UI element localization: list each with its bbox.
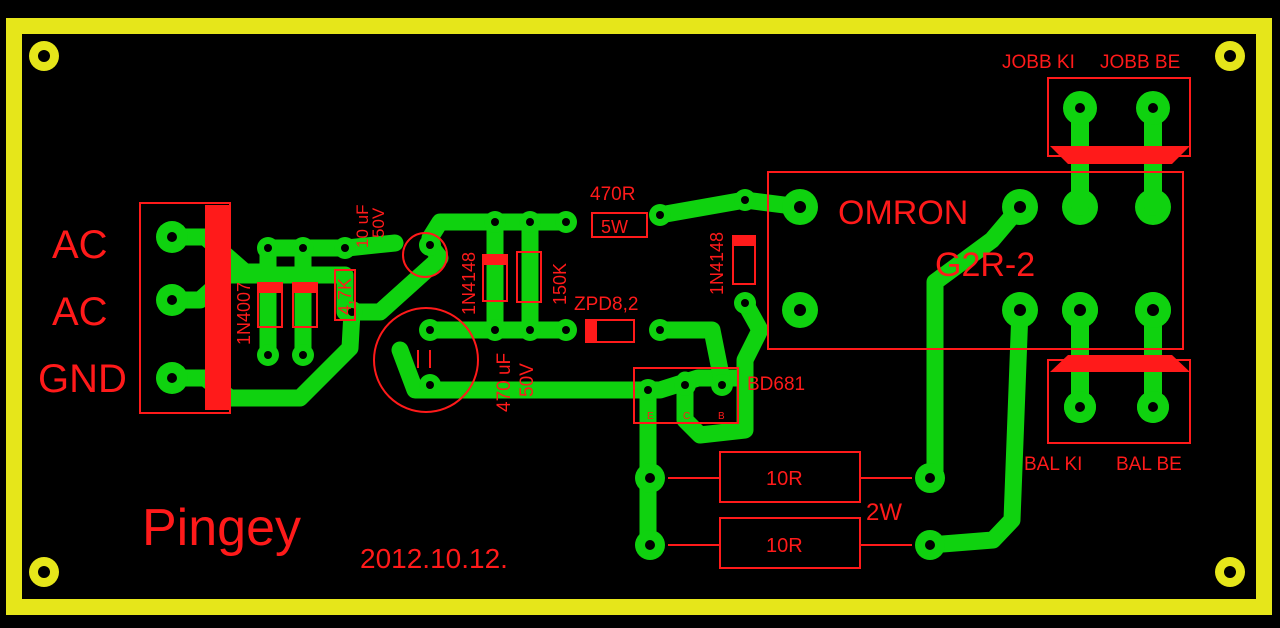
diode-1n4148-2-label: 1N4148: [707, 232, 727, 295]
zener-label: ZPD8,2: [574, 294, 638, 315]
resistor-4k7-label: 4,7K: [335, 278, 355, 315]
relay-brand-label: OMRON: [838, 194, 968, 232]
diode-1n4148-label: 1N4148: [459, 252, 479, 315]
gnd-label: GND: [38, 357, 127, 401]
transistor-label: BD681: [747, 374, 805, 395]
pin-b-label: B: [718, 411, 725, 422]
resistor-470r-label: 470R: [590, 184, 635, 205]
resistor-10r-label-2: 10R: [766, 535, 803, 557]
resistor-5w-label: 5W: [601, 217, 628, 237]
diode-1n4007-label: 1N4007: [234, 282, 254, 345]
mounting-holes: [29, 41, 1245, 587]
ac-label-1: AC: [52, 223, 108, 267]
cap-470uf-voltage: 50V: [517, 363, 538, 397]
input-connector: [139, 202, 231, 414]
board-outline: [6, 18, 1272, 615]
output-terminal-bottom: [1047, 292, 1191, 444]
resistor-2w-label: 2W: [866, 499, 902, 526]
pin-c-label: C: [683, 411, 690, 422]
bal-be-label: BAL BE: [1116, 454, 1182, 475]
relay-model-label: G2R-2: [935, 246, 1035, 284]
cap-10uf-label: 10 uF: [353, 205, 372, 248]
cap-470uf-label: 470 uF: [494, 353, 515, 412]
resistor-10r-label-1: 10R: [766, 468, 803, 490]
date-label: 2012.10.12.: [360, 543, 508, 574]
cap-10uf-voltage: 50V: [369, 207, 388, 238]
bal-ki-label: BAL KI: [1024, 454, 1082, 475]
component-outlines: [257, 171, 1184, 569]
silkscreen-labels: AC AC GND 1N4007 4,7K 10 uF 50V 1N4148 1…: [38, 52, 1182, 574]
jobb-ki-label: JOBB KI: [1002, 52, 1075, 73]
output-terminal-top: [1047, 77, 1191, 216]
jobb-be-label: JOBB BE: [1100, 52, 1180, 73]
resistor-150k-label: 150K: [550, 263, 570, 305]
pin-e-label: E: [647, 411, 654, 422]
author-label: Pingey: [142, 499, 301, 557]
ac-label-2: AC: [52, 290, 108, 334]
